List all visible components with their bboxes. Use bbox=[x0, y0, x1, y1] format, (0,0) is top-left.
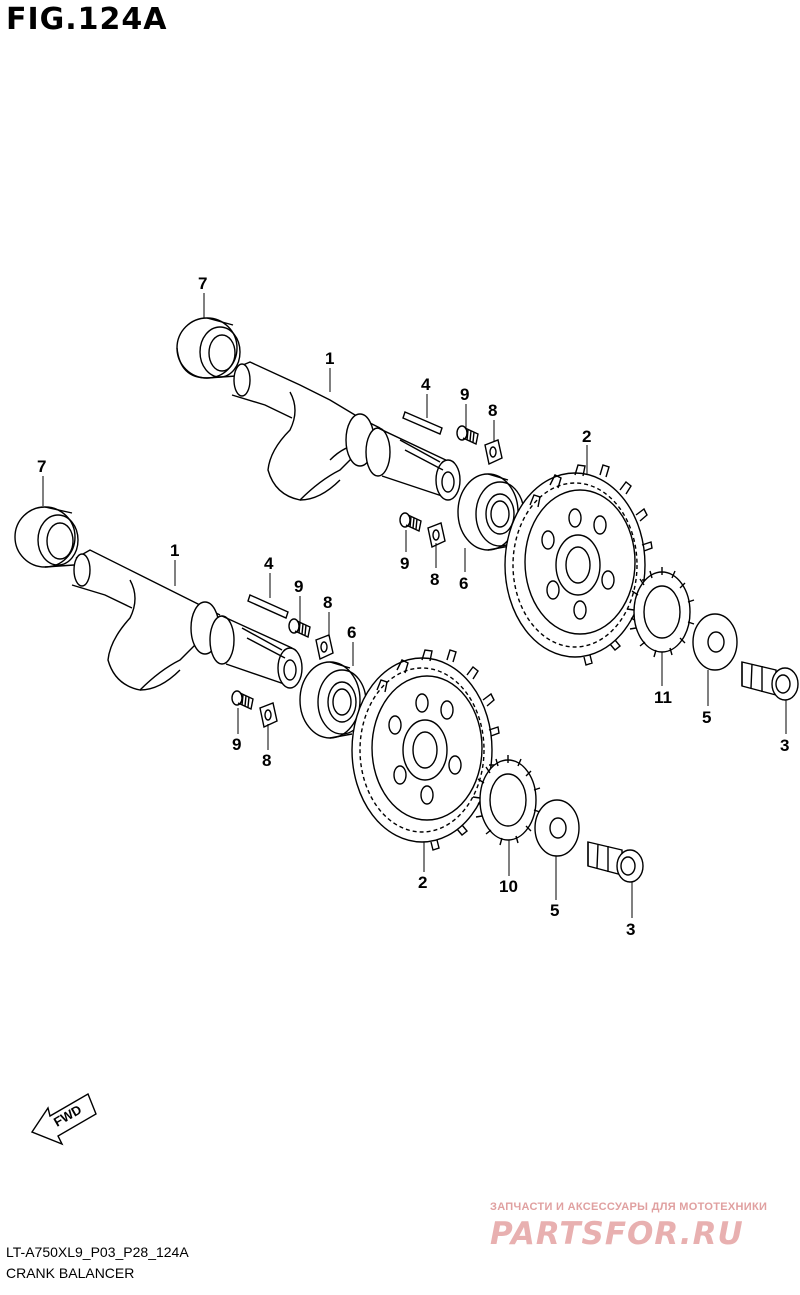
lock-washer-upper-a bbox=[484, 439, 503, 466]
bolt-upper bbox=[741, 661, 799, 701]
watermark-tagline: ЗАПЧАСТИ И АКСЕССУАРЫ ДЛЯ МОТОТЕХНИКИ bbox=[490, 1201, 768, 1213]
callout-8-upper-b: 8 bbox=[430, 570, 439, 589]
callout-8-upper-a: 8 bbox=[488, 401, 497, 420]
lock-washer-lower-a bbox=[315, 634, 334, 661]
figure-title: FIG.124A bbox=[6, 2, 168, 37]
callout-7-upper: 7 bbox=[198, 274, 207, 293]
balancer-shaft-upper bbox=[231, 361, 461, 501]
leader-lines bbox=[42, 293, 787, 918]
callout-3-upper: 3 bbox=[780, 736, 789, 755]
callout-1-upper: 1 bbox=[325, 349, 334, 368]
balancer-gear-lower bbox=[351, 649, 500, 851]
callout-8-lower-a: 8 bbox=[323, 593, 332, 612]
callout-2-upper: 2 bbox=[582, 427, 591, 446]
key-lower bbox=[247, 594, 289, 619]
needle-bearing-lower bbox=[14, 506, 79, 568]
screw-lower-a bbox=[288, 618, 311, 639]
washer-lower bbox=[534, 799, 580, 857]
figure-code: LT-A750XL9_P03_P28_124A bbox=[6, 1244, 189, 1260]
callout-9-upper-a: 9 bbox=[460, 385, 469, 404]
callout-numbers: 7 1 4 9 8 2 9 8 6 11 5 3 7 1 4 9 8 6 9 8… bbox=[37, 274, 789, 939]
callout-4-upper: 4 bbox=[421, 375, 431, 394]
balancer-gear-upper bbox=[504, 464, 653, 666]
callout-9-lower-a: 9 bbox=[294, 577, 303, 596]
callout-8-lower-b: 8 bbox=[262, 751, 271, 770]
drive-gear-lower bbox=[472, 755, 541, 846]
upper-assembly bbox=[176, 317, 799, 701]
callout-6-upper: 6 bbox=[459, 574, 468, 593]
callout-11-upper: 11 bbox=[654, 688, 672, 707]
bolt-lower bbox=[587, 841, 644, 883]
needle-bearing-upper bbox=[176, 317, 241, 379]
callout-5-lower: 5 bbox=[550, 901, 559, 920]
lock-washer-lower-b bbox=[259, 702, 278, 729]
watermark-logo: PARTSFOR.RU bbox=[490, 1216, 744, 1252]
lock-washer-upper-b bbox=[427, 522, 446, 549]
callout-9-upper-b: 9 bbox=[400, 554, 409, 573]
screw-lower-b bbox=[231, 690, 254, 711]
screw-upper-b bbox=[399, 512, 422, 533]
callout-6-lower: 6 bbox=[347, 623, 356, 642]
callout-9-lower-b: 9 bbox=[232, 735, 241, 754]
callout-3-lower: 3 bbox=[626, 920, 635, 939]
balancer-shaft-lower bbox=[71, 549, 303, 691]
washer-upper bbox=[692, 613, 738, 671]
callout-7-lower: 7 bbox=[37, 457, 46, 476]
figure-name: CRANK BALANCER bbox=[6, 1265, 135, 1281]
callout-5-upper: 5 bbox=[702, 708, 711, 727]
callout-10-lower: 10 bbox=[499, 877, 518, 896]
callout-2-lower: 2 bbox=[418, 873, 427, 892]
screw-upper-a bbox=[456, 425, 479, 446]
callout-1-lower: 1 bbox=[170, 541, 179, 560]
callout-4-lower: 4 bbox=[264, 554, 274, 573]
lower-assembly bbox=[14, 506, 644, 883]
fwd-arrow-icon: FWD bbox=[30, 1092, 97, 1146]
key-upper bbox=[402, 411, 443, 435]
